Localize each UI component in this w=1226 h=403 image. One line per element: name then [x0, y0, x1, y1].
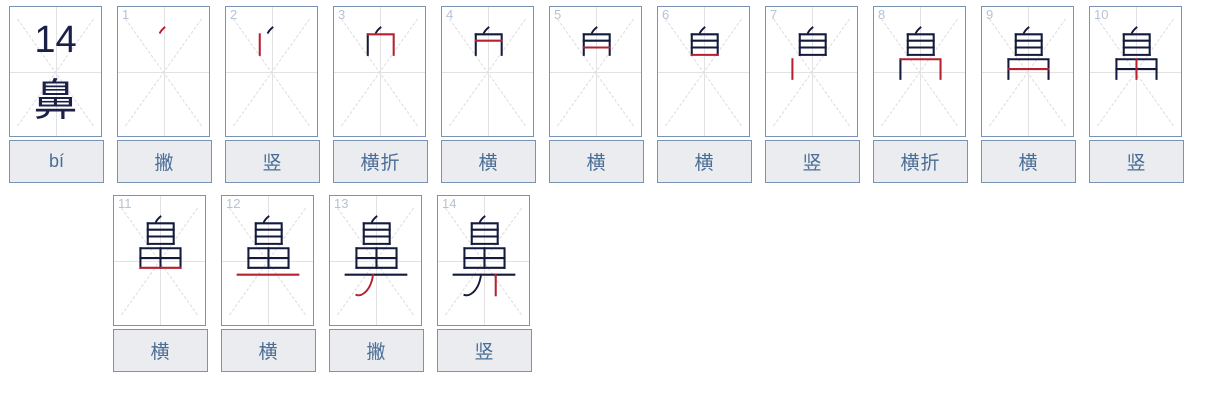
stroke-grid: 13 [329, 195, 422, 326]
stroke-index: 12 [226, 196, 241, 211]
character-glyph: 鼻 [33, 75, 78, 126]
stroke-step-cell: 10 竖 [1089, 6, 1184, 183]
stroke-index: 6 [662, 7, 670, 22]
stroke-name-label: 竖 [1089, 140, 1184, 183]
stroke-index: 1 [122, 7, 130, 22]
stroke-drawing [442, 7, 533, 136]
stroke-step-cell: 13 撇 [329, 195, 424, 372]
stroke-name-label: 横折 [333, 140, 428, 183]
stroke-index: 3 [338, 7, 346, 22]
stroke-drawing [766, 7, 857, 136]
stroke-step-cell: 12 横 [221, 195, 316, 372]
stroke-index: 9 [986, 7, 994, 22]
stroke-drawing [1090, 7, 1181, 136]
stroke-index: 2 [230, 7, 238, 22]
stroke-drawing [334, 7, 425, 136]
stroke-grid: 4 [441, 6, 534, 137]
stroke-drawing [118, 7, 209, 136]
stroke-grid: 5 [549, 6, 642, 137]
stroke-name-label: 横 [221, 329, 316, 372]
stroke-name-label: 横 [657, 140, 752, 183]
stroke-name-label: 撇 [329, 329, 424, 372]
stroke-drawing [550, 7, 641, 136]
stroke-name-label: 竖 [225, 140, 320, 183]
stroke-grid: 6 [657, 6, 750, 137]
stroke-name-label: 横 [981, 140, 1076, 183]
stroke-index: 11 [118, 196, 132, 211]
stroke-drawing [222, 196, 313, 325]
stroke-grid: 3 [333, 6, 426, 137]
stroke-drawing [438, 196, 529, 325]
stroke-drawing [874, 7, 965, 136]
stroke-grid: 9 [981, 6, 1074, 137]
character-grid: 14 鼻 [9, 6, 102, 137]
stroke-index: 8 [878, 7, 886, 22]
stroke-index: 4 [446, 7, 454, 22]
stroke-index: 13 [334, 196, 349, 211]
stroke-grid: 12 [221, 195, 314, 326]
stroke-row-2: 11 横 12 横 13 撇 14 竖 [0, 183, 1226, 372]
stroke-index: 5 [554, 7, 562, 22]
stroke-index: 14 [442, 196, 457, 211]
stroke-name-label: 撇 [117, 140, 212, 183]
stroke-step-cell: 8 横折 [873, 6, 968, 183]
stroke-name-label: 竖 [765, 140, 860, 183]
stroke-step-cell: 14 竖 [437, 195, 532, 372]
pinyin-label: bí [9, 140, 104, 183]
stroke-name-label: 横 [441, 140, 536, 183]
stroke-drawing [226, 7, 317, 136]
stroke-grid: 8 [873, 6, 966, 137]
stroke-drawing [330, 196, 421, 325]
stroke-name-label: 横折 [873, 140, 968, 183]
stroke-drawing [982, 7, 1073, 136]
character-summary-cell: 14 鼻 bí [9, 6, 104, 183]
stroke-step-cell: 3 横折 [333, 6, 428, 183]
stroke-grid: 2 [225, 6, 318, 137]
stroke-name-label: 竖 [437, 329, 532, 372]
stroke-drawing [114, 196, 205, 325]
stroke-drawing [658, 7, 749, 136]
stroke-grid: 1 [117, 6, 210, 137]
stroke-count: 14 [34, 19, 77, 61]
stroke-name-label: 横 [549, 140, 644, 183]
stroke-name-label: 横 [113, 329, 208, 372]
stroke-index: 7 [770, 7, 778, 22]
stroke-index: 10 [1094, 7, 1109, 22]
stroke-step-cell: 11 横 [113, 195, 208, 372]
stroke-grid: 11 [113, 195, 206, 326]
stroke-grid: 7 [765, 6, 858, 137]
stroke-grid: 14 [437, 195, 530, 326]
stroke-grid: 10 [1089, 6, 1182, 137]
